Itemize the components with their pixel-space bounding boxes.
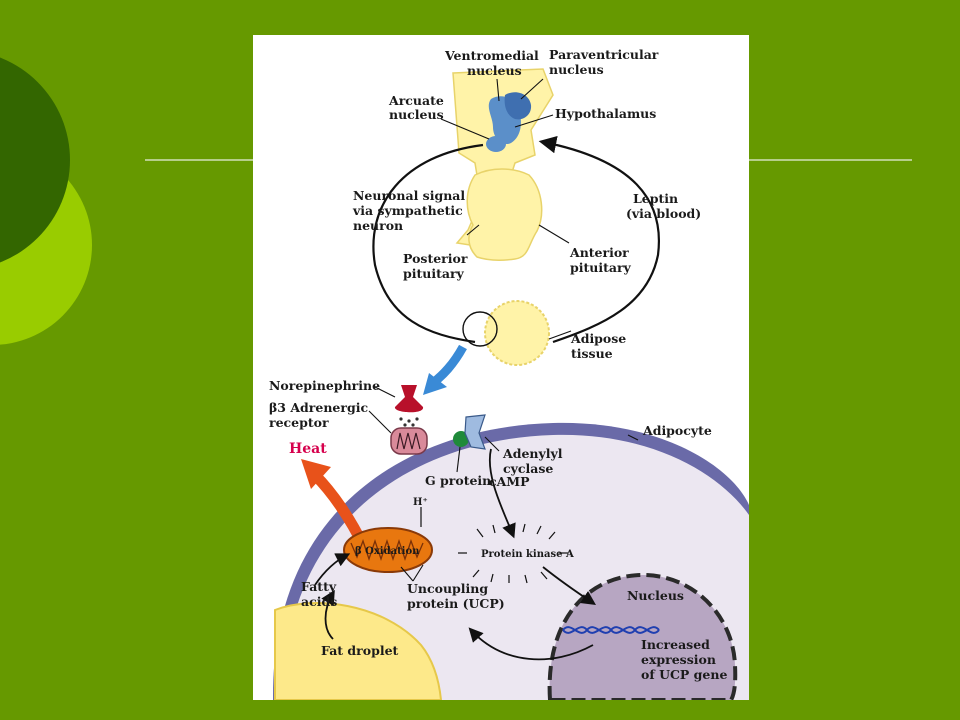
- hypothalamus-label: Hypothalamus: [555, 106, 656, 121]
- beta-oxidation-label: β Oxidation: [355, 546, 420, 557]
- adenylyl-cyclase-label: Adenylyl cyclase: [502, 446, 567, 476]
- g-protein-shape: [453, 431, 469, 447]
- adipocyte-cell: [273, 422, 749, 700]
- leptin-label: Leptin (via blood): [626, 191, 701, 221]
- nucleus-label: Nucleus: [627, 588, 684, 603]
- h-plus-label: H⁺: [413, 497, 428, 508]
- adipose-tissue-blob: [484, 300, 550, 366]
- ventromedial-label: Ventromedial nucleus: [444, 48, 543, 78]
- fat-to-fatty-acids-arrow: [321, 589, 335, 640]
- arcuate-label: Arcuate nucleus: [388, 93, 448, 122]
- heat-arrow-head: [301, 459, 331, 489]
- adenylyl-cyclase-shape: [464, 414, 486, 450]
- pka-to-nucleus-arrow: [542, 566, 596, 605]
- b3-adrenergic-receptor: [390, 427, 428, 455]
- zoom-arrow: [430, 344, 467, 387]
- anterior-pituitary-label: Anterior pituitary: [569, 245, 633, 275]
- receptor-coil: [396, 432, 421, 450]
- fat-droplet: [274, 602, 443, 700]
- fat-droplet-label: Fat droplet: [321, 643, 399, 658]
- adipose-tissue-label: Adipose tissue: [570, 331, 631, 361]
- dark-green-circle: [0, 57, 70, 263]
- norepinephrine-molecule: [394, 385, 424, 413]
- nucleus-shape: [547, 572, 738, 700]
- leader-lines: [368, 78, 639, 582]
- heat-label: Heat: [289, 441, 327, 457]
- b3-receptor-label: β3 Adrenergic receptor: [269, 400, 372, 430]
- brain-structure: [452, 68, 554, 262]
- protein-kinase-a-label: Protein kinase A: [481, 549, 574, 560]
- magnify-circle: [462, 311, 498, 347]
- signal-arrows: [314, 448, 596, 661]
- ucp-label: Uncoupling protein (UCP): [407, 581, 505, 611]
- neuronal-signal-label: Neuronal signal via sympathetic neuron: [352, 188, 470, 233]
- g-protein-label: G protein: [425, 473, 491, 488]
- feedback-loop: [372, 135, 660, 344]
- norepinephrine-dots: [399, 417, 419, 427]
- adipocyte-label: Adipocyte: [642, 423, 712, 438]
- pathway-diagram: Ventromedial nucleus Paraventricular nuc…: [269, 47, 749, 700]
- leptin-loop-path: [538, 135, 660, 344]
- paraventricular-label: Paraventricular nucleus: [549, 47, 663, 77]
- increased-expression-label: Increased expression of UCP gene: [641, 637, 727, 682]
- fatty-acids-label: Fatty acids: [301, 579, 340, 609]
- norepinephrine-label: Norepinephrine: [269, 378, 380, 393]
- gene-to-ucp-arrow: [468, 627, 594, 661]
- mitochondrion: [343, 527, 433, 573]
- fatty-acids-to-mito-arrow: [314, 553, 351, 586]
- dna-helix: [562, 626, 660, 634]
- arcuate-nucleus: [486, 136, 506, 152]
- neuronal-loop-path: [372, 143, 484, 344]
- camp-arrow: [488, 448, 516, 539]
- leptin-pathway-figure: Ventromedial nucleus Paraventricular nuc…: [253, 35, 749, 700]
- mitochondrion-cristae: [350, 538, 424, 562]
- pituitary-shape: [466, 168, 543, 262]
- pka-burst: [458, 523, 568, 584]
- zoom-arrow-head: [423, 373, 447, 395]
- posterior-pituitary-label: Posterior pituitary: [403, 251, 472, 281]
- paraventricular-nucleus: [504, 92, 532, 120]
- camp-label: cAMP: [489, 474, 530, 489]
